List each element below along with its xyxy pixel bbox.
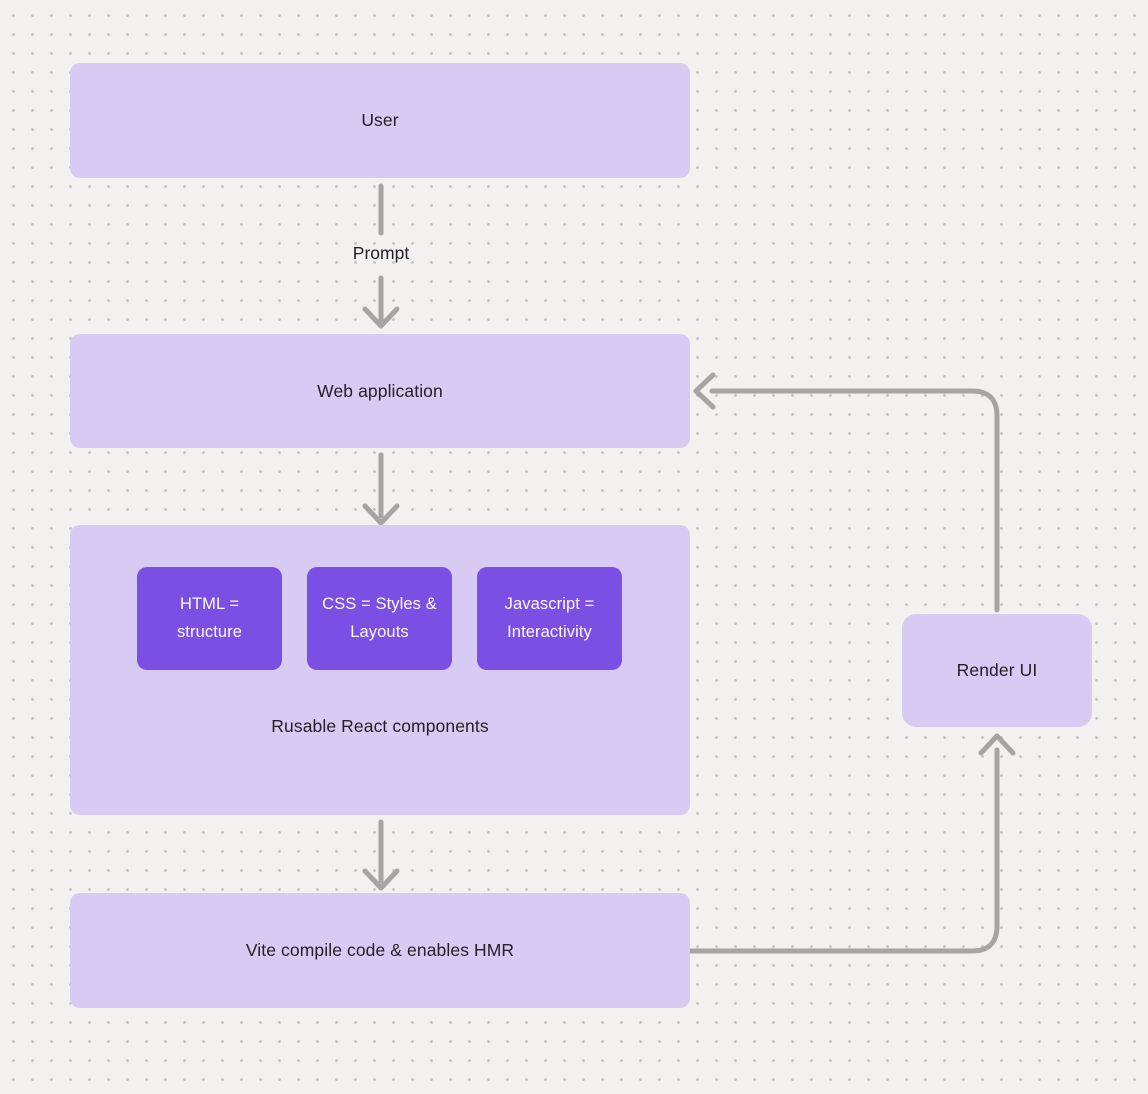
node-web-application: Web application (70, 334, 690, 448)
node-components-group: HTML = structure CSS = Styles & Layouts … (70, 525, 690, 815)
edge-label-prompt: Prompt (352, 243, 410, 263)
chip-javascript-label: Javascript = Interactivity (504, 595, 595, 641)
arrowhead-up-vite-to-renderui (978, 733, 1016, 756)
chip-css-label: CSS = Styles & Layouts (322, 595, 437, 641)
chip-css: CSS = Styles & Layouts (307, 567, 452, 670)
node-render-ui: Render UI (902, 614, 1092, 727)
node-web-application-label: Web application (317, 380, 443, 401)
arrowhead-down-user-to-webapp (362, 306, 400, 329)
arrowhead-left-renderui-to-webapp (693, 372, 716, 410)
components-group-caption: Rusable React components (271, 716, 489, 736)
edge-renderui-to-webapp-line (709, 388, 1000, 613)
node-vite: Vite compile code & enables HMR (70, 893, 690, 1008)
arrowhead-down-webapp-to-group (362, 503, 400, 526)
chip-html: HTML = structure (137, 567, 282, 670)
node-user-label: User (361, 110, 399, 130)
chip-html-label: HTML = structure (176, 595, 243, 641)
node-user: User (70, 63, 690, 178)
node-vite-label: Vite compile code & enables HMR (245, 940, 515, 960)
arrowhead-down-group-to-vite (362, 868, 400, 891)
edge-vite-to-renderui-line (687, 747, 1000, 954)
chip-javascript: Javascript = Interactivity (477, 567, 622, 670)
node-render-ui-label: Render UI (956, 660, 1038, 680)
